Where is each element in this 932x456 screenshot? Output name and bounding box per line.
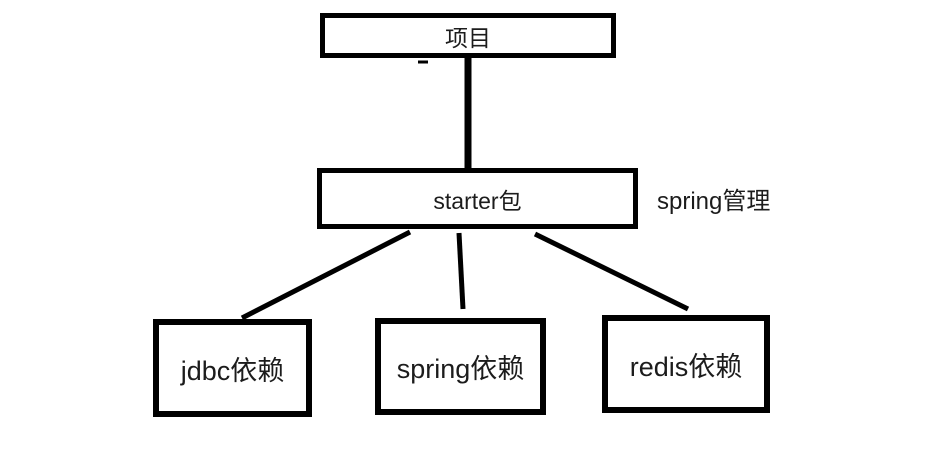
node-jdbc-dependency: jdbc依赖 [153,319,312,417]
node-redis-dependency: redis依赖 [602,315,770,413]
node-jdbc-dependency-label: jdbc依赖 [180,355,285,386]
annotation-spring-managed-label: spring管理 [657,188,771,215]
node-spring-dependency-label: spring依赖 [396,354,525,384]
connector-starter-redis [533,231,690,312]
node-starter-package-label: starter包 [433,187,522,214]
node-project: 项目 [320,13,616,58]
annotation-spring-managed: spring管理 [657,168,770,229]
node-project-label: 项目 [445,24,491,51]
node-spring-dependency: spring依赖 [375,318,546,415]
connector-starter-jdbc [240,229,412,321]
node-starter-package: starter包 [317,168,638,229]
node-redis-dependency-label: redis依赖 [629,351,743,382]
connector-starter-spring [456,232,466,310]
